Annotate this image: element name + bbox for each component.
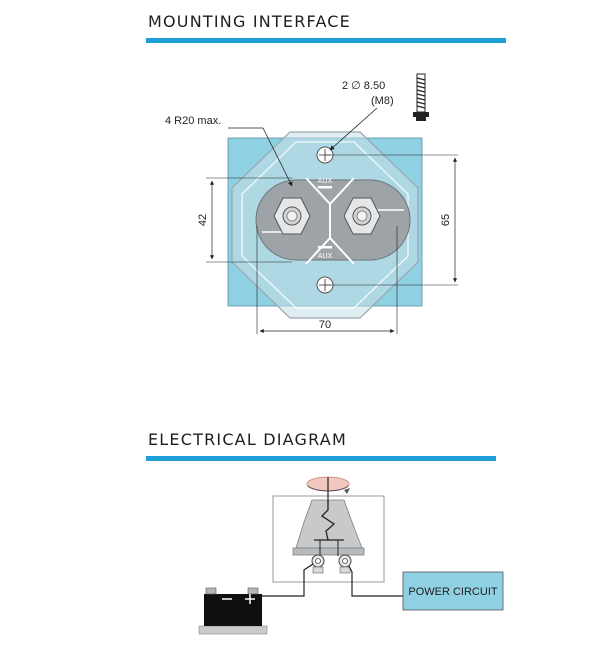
electrical-drawing: POWER CIRCUIT bbox=[198, 476, 504, 635]
wire-battery bbox=[262, 563, 314, 597]
rotary-knob-icon bbox=[306, 476, 350, 500]
electrical-diagram-title: ELECTRICAL DIAGRAM bbox=[148, 430, 347, 449]
hole-count-label: 2 ∅ 8.50 bbox=[342, 80, 385, 92]
terminal-nut-right bbox=[343, 197, 381, 235]
bolt-icon bbox=[413, 73, 429, 121]
mounting-drawing: AUX AUX 2 ∅ 8.50 (M8) 4 R20 max. bbox=[165, 73, 458, 334]
dimension-65: 65 bbox=[440, 214, 452, 226]
mounting-interface-title: MOUNTING INTERFACE bbox=[148, 12, 351, 31]
dimension-42: 42 bbox=[197, 214, 209, 226]
terminal-left bbox=[311, 554, 325, 574]
aux-label-top: AUX bbox=[318, 178, 333, 185]
switch-body bbox=[292, 499, 365, 556]
electrical-title-rule bbox=[146, 456, 496, 461]
aux-label-bottom: AUX bbox=[318, 253, 333, 260]
wire-power-circuit bbox=[348, 565, 403, 597]
power-circuit-box bbox=[402, 571, 504, 611]
dimension-70: 70 bbox=[319, 319, 331, 331]
radius-label: 4 R20 max. bbox=[165, 115, 221, 127]
battery-icon bbox=[198, 587, 268, 635]
thread-size-label: (M8) bbox=[371, 95, 394, 107]
terminal-right bbox=[338, 554, 352, 574]
terminal-nut-left bbox=[273, 197, 311, 235]
switch-inner-outline bbox=[241, 141, 409, 309]
contact-separator bbox=[305, 177, 355, 265]
mounting-title-rule bbox=[146, 38, 506, 43]
power-circuit-label: POWER CIRCUIT bbox=[408, 586, 498, 598]
